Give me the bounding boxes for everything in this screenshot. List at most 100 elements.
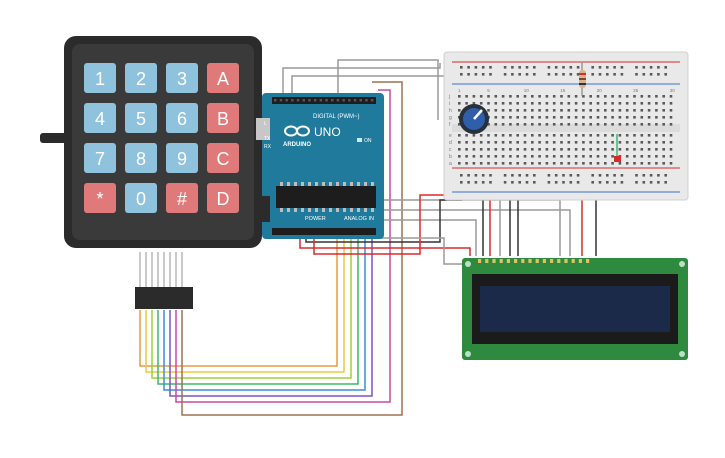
power-label: POWER <box>305 216 326 222</box>
chip-leg <box>280 208 283 212</box>
keypad-key-label: 8 <box>136 149 146 169</box>
chip-leg <box>294 182 297 186</box>
keypad-key-label: B <box>217 109 229 129</box>
keypad-key-A[interactable]: A <box>207 63 239 93</box>
header-pin <box>285 99 288 102</box>
chip-leg <box>357 208 360 212</box>
lcd-16x2 <box>462 258 688 360</box>
lcd-mount-hole <box>465 261 471 267</box>
keypad-key-2[interactable]: 2 <box>125 63 157 93</box>
breadboard-column-number: 25 <box>633 88 639 93</box>
breadboard-column-number: 1 <box>458 88 461 93</box>
keypad-key-label: 2 <box>136 69 146 89</box>
breadboard-column-number: 5 <box>487 88 490 93</box>
header-pin <box>365 99 368 102</box>
lcd-pin <box>528 259 532 263</box>
keypad-key-label: * <box>96 189 103 209</box>
chip-leg <box>294 208 297 212</box>
keypad-key-7[interactable]: 7 <box>84 143 116 173</box>
lcd-pin <box>550 259 554 263</box>
breadboard-row-label: f <box>449 122 451 128</box>
keypad-key-*[interactable]: * <box>84 183 116 213</box>
keypad-key-4[interactable]: 4 <box>84 103 116 133</box>
chip-leg <box>364 208 367 212</box>
lcd-pin <box>485 259 489 263</box>
breadboard-row-label: g <box>449 115 452 121</box>
usb-port <box>256 118 270 140</box>
header-pin <box>370 99 374 102</box>
keypad-key-label: D <box>217 189 230 209</box>
keypad-key-label: 6 <box>177 109 187 129</box>
lcd-pin <box>521 259 525 263</box>
keypad-key-label: 9 <box>177 149 187 169</box>
breadboard-column-number: 15 <box>560 88 566 93</box>
header-pin <box>313 99 317 102</box>
breadboard-row-label: i <box>449 101 450 107</box>
lcd-pin <box>499 259 503 263</box>
header-pin <box>291 99 294 102</box>
keypad-key-#[interactable]: # <box>166 183 198 213</box>
lcd-mount-hole <box>465 351 471 357</box>
breadboard-row-label: j <box>448 94 450 100</box>
header-pin <box>302 99 305 102</box>
power-jack <box>256 196 270 222</box>
keypad-key-8[interactable]: 8 <box>125 143 157 173</box>
breadboard-column-number: 30 <box>670 88 676 93</box>
keypad-key-3[interactable]: 3 <box>166 63 198 93</box>
chip-leg <box>329 208 332 212</box>
header-pin <box>274 99 277 102</box>
keypad-key-5[interactable]: 5 <box>125 103 157 133</box>
header-pin <box>348 99 351 102</box>
chip-leg <box>371 182 374 186</box>
chip-leg <box>322 208 325 212</box>
keypad-key-label: # <box>177 189 187 209</box>
chip-leg <box>364 182 367 186</box>
lcd-pin <box>514 259 518 263</box>
chip-leg <box>287 182 290 186</box>
keypad-key-6[interactable]: 6 <box>166 103 198 133</box>
chip-leg <box>343 182 346 186</box>
chip-leg <box>287 208 290 212</box>
chip-leg <box>301 208 304 212</box>
lcd-pin <box>586 259 590 263</box>
keypad-key-9[interactable]: 9 <box>166 143 198 173</box>
keypad-key-C[interactable]: C <box>207 143 239 173</box>
digital-header <box>272 97 376 104</box>
potentiometer <box>459 104 489 134</box>
breadboard-row-label: a <box>449 161 452 167</box>
arduino-uno-board: DIGITAL (PWM~) ARDUINO UNO ON L TX RX PO… <box>256 93 384 239</box>
breadboard-row-label: d <box>449 140 452 146</box>
lcd-pin <box>564 259 568 263</box>
keypad-key-label: 5 <box>136 109 146 129</box>
keypad-key-label: 7 <box>95 149 105 169</box>
lcd-screen <box>480 286 670 332</box>
header-pin <box>319 99 323 102</box>
l-led-label: L <box>264 121 267 127</box>
breadboard-row-label: c <box>449 147 452 153</box>
keypad-connector <box>135 252 193 309</box>
breadboard-row-label: b <box>449 154 452 160</box>
lcd-mount-hole <box>679 351 685 357</box>
header-pin <box>325 99 328 102</box>
lcd-pin <box>557 259 561 263</box>
breadboard-row-label: h <box>449 108 452 114</box>
keypad-key-label: C <box>217 149 230 169</box>
keypad-key-D[interactable]: D <box>207 183 239 213</box>
digital-label: DIGITAL (PWM~) <box>313 114 360 120</box>
chip-leg <box>371 208 374 212</box>
breadboard-column-number: 10 <box>524 88 530 93</box>
keypad-key-B[interactable]: B <box>207 103 239 133</box>
keypad-key-label: 1 <box>95 69 105 89</box>
led <box>614 134 621 162</box>
arduino-logo <box>284 125 310 137</box>
keypad-key-0[interactable]: 0 <box>125 183 157 213</box>
chip-leg <box>329 182 332 186</box>
lcd-pin <box>535 259 539 263</box>
resistor <box>579 62 586 96</box>
keypad-key-1[interactable]: 1 <box>84 63 116 93</box>
header-pin <box>342 99 345 102</box>
microcontroller-chip <box>276 186 376 208</box>
